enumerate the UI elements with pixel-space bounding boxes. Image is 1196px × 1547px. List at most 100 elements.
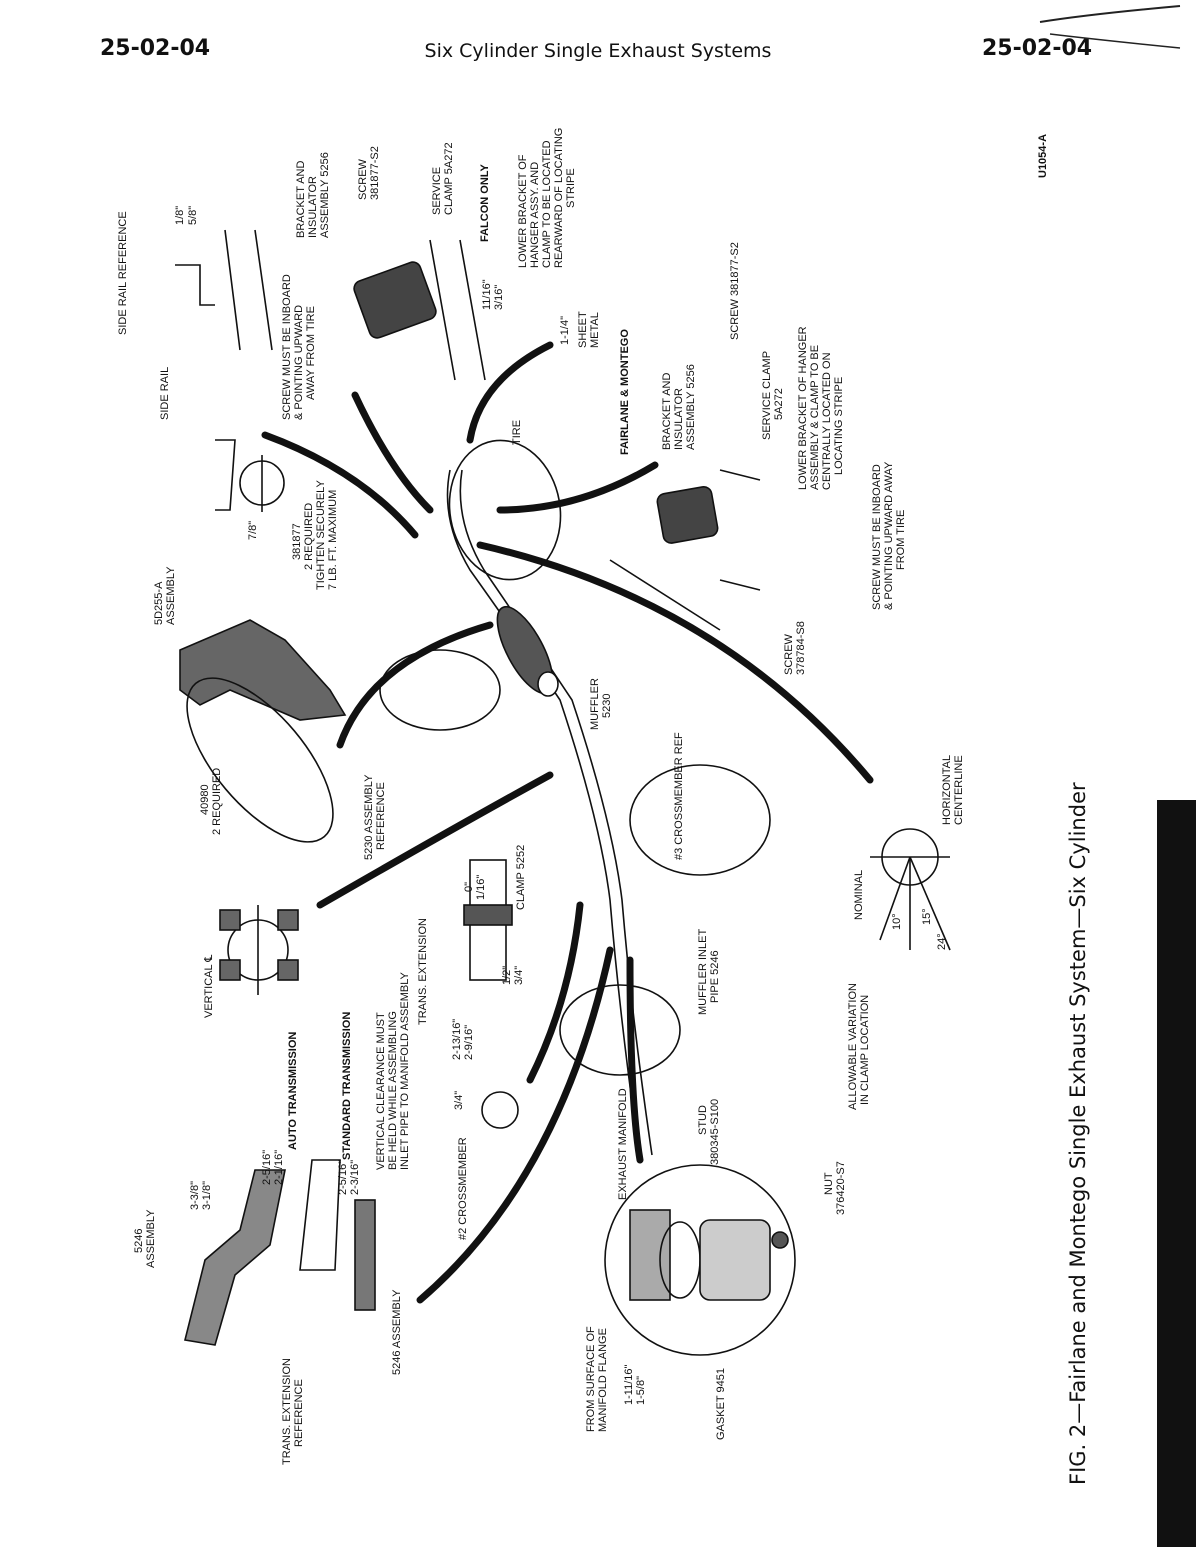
label-dim-1-1-4: 1-1/4" <box>559 316 571 345</box>
label-clamp-5252: CLAMP 5252 <box>515 845 527 910</box>
label-from-surface-1: FROM SURFACE OF <box>585 1326 597 1432</box>
label-bracket-mid-3: ASSEMBLY 5256 <box>685 364 697 450</box>
arrow-a <box>261 431 419 539</box>
label-dim-3-3-8: 3-3/8" <box>189 1181 201 1210</box>
assembly-5246-shape <box>184 1169 286 1346</box>
assembly-5246-bottom-shape <box>354 1199 376 1311</box>
label-r381877-4: 7 LB. FT. MAXIMUM <box>327 490 339 590</box>
label-screw-inboard-top-3: AWAY FROM TIRE <box>305 306 317 400</box>
corner-scan-mark <box>1039 5 1181 49</box>
label-r381877-3: TIGHTEN SECURELY <box>315 480 327 590</box>
label-screw-inboard-mid-3: FROM TIRE <box>895 510 907 570</box>
label-muffler-inlet-2: PIPE 5246 <box>709 950 721 1003</box>
label-vertical-clear-1: VERTICAL CLEARANCE MUST <box>375 1012 387 1170</box>
label-assy-5246-top-2: ASSEMBLY <box>145 1209 157 1268</box>
label-service-clamp-top-2: CLAMP 5A272 <box>443 142 455 215</box>
label-lower-bracket-mid-2: ASSEMBLY & CLAMP TO BE <box>809 345 821 490</box>
figure-caption: FIG. 2—Fairlane and Montego Single Exhau… <box>1066 782 1090 1485</box>
arrow-g <box>316 771 554 909</box>
page-edge-bar <box>1157 800 1196 1547</box>
label-lower-bracket-top-3: CLAMP TO BE LOCATED <box>541 140 553 268</box>
label-screw-top-1: SCREW <box>357 158 369 200</box>
arrow-e <box>336 621 494 749</box>
arrow-d <box>496 461 659 514</box>
assembly-5246-alt-shape <box>299 1159 341 1271</box>
label-bracket-top-1: BRACKET AND <box>295 161 307 238</box>
label-dim-3-4b: 3/4" <box>453 1091 465 1110</box>
arrow-h <box>416 946 614 1304</box>
label-vertical-cl: VERTICAL ℄ <box>203 955 215 1018</box>
page-number-left: 25-02-04 <box>100 36 211 61</box>
label-dim-1-5-8: 1-5/8" <box>635 1376 647 1405</box>
label-lower-bracket-mid-3: CENTRALLY LOCATED ON <box>821 352 833 490</box>
label-exhaust-manifold: EXHAUST MANIFOLD <box>617 1088 629 1200</box>
label-r40980-1: 40980 <box>199 784 211 815</box>
tire-middle <box>379 649 501 731</box>
label-auto-trans: AUTO TRANSMISSION <box>287 1032 299 1150</box>
arrow-j <box>626 956 644 1164</box>
label-screw-top-2: 381877-S2 <box>369 146 381 200</box>
label-screw-inboard-top-1: SCREW MUST BE INBOARD <box>281 274 293 420</box>
label-dim-2-1-16: 2-1/16" <box>273 1150 285 1185</box>
label-dim-2-5-16b: 2-5/16" <box>337 1160 349 1195</box>
muffler-shape <box>496 605 559 697</box>
label-dim-1-2: 1/2" <box>501 966 513 985</box>
clamp-5252-shape <box>463 859 513 981</box>
label-assy-5246-bottom: 5246 ASSEMBLY <box>391 1289 403 1375</box>
label-nominal: NOMINAL <box>853 870 865 920</box>
label-dim-2-3-16: 2-3/16" <box>349 1160 361 1195</box>
label-r381877-2: 2 REQUIRED <box>303 503 315 570</box>
label-dim-2-13-16: 2-13/16" <box>451 1019 463 1060</box>
label-crossmember3: #3 CROSSMEMBER REF <box>673 732 685 860</box>
label-deg-15: 15° <box>921 908 933 925</box>
arrow-i <box>526 901 584 1084</box>
label-assy-5d255-2: ASSEMBLY <box>165 566 177 625</box>
arrow-f <box>476 541 874 784</box>
label-service-clamp-mid-2: 5A272 <box>773 388 785 420</box>
vertical-centerline-clamp-shape <box>219 905 299 995</box>
label-std-trans: STANDARD TRANSMISSION <box>341 1012 353 1160</box>
label-bracket-mid-1: BRACKET AND <box>661 373 673 450</box>
label-trans-ext-ref-2: REFERENCE <box>293 1379 305 1447</box>
label-lower-bracket-mid-1: LOWER BRACKET OF HANGER <box>797 326 809 490</box>
label-dim-3-16: 3/16" <box>493 285 505 310</box>
label-horizontal-cl-1: HORIZONTAL <box>941 755 953 825</box>
label-service-clamp-top-1: SERVICE <box>431 167 443 215</box>
label-dim-0: 0" <box>463 882 475 892</box>
horizontal-centerline-clamp-shape <box>870 828 951 951</box>
label-dim-1-16: 1/16" <box>475 875 487 900</box>
label-dim-3-1-8: 3-1/8" <box>201 1181 213 1210</box>
label-dim-3-4a: 3/4" <box>513 966 525 985</box>
label-trans-ext-ref-1: TRANS. EXTENSION <box>281 1358 293 1465</box>
bracket-insulator-mid-shape <box>609 469 761 631</box>
page-number-right: 25-02-04 <box>982 36 1093 61</box>
label-stud-2: 380345-S100 <box>709 1099 721 1165</box>
label-screw-inboard-mid-2: & POINTING UPWARD AWAY <box>883 461 895 610</box>
label-vertical-clear-3: INLET PIPE TO MANIFOLD ASSEMBLY <box>399 971 411 1170</box>
label-r381877-1: 381877 <box>291 523 303 560</box>
exhaust-pipe-main <box>446 469 641 1161</box>
exhaust-manifold-detail-shape <box>604 1164 796 1356</box>
label-dim-7-8: 7/8" <box>247 521 259 540</box>
arrow-b <box>351 391 434 514</box>
label-dim-5-8: 5/8" <box>187 206 199 225</box>
label-bracket-top-2: INSULATOR <box>307 176 319 238</box>
figure-code: U1054-A <box>1037 134 1049 178</box>
label-screw-inboard-top-2: & POINTING UPWARD <box>293 305 305 420</box>
label-lower-bracket-mid-4: LOCATING STRIPE <box>833 377 845 475</box>
label-bracket-mid-2: INSULATOR <box>673 388 685 450</box>
label-muffler-1: MUFFLER <box>589 678 601 730</box>
label-vertical-clear-2: BE HELD WHILE ASSEMBLING <box>387 1011 399 1170</box>
label-tire: TIRE <box>511 420 523 445</box>
label-screw-378-2: 378784-S8 <box>795 621 807 675</box>
label-side-rail: SIDE RAIL <box>159 367 171 420</box>
arrow-c <box>466 341 554 444</box>
assembly-5d255-shape <box>179 619 347 721</box>
tire-bottom <box>559 984 681 1076</box>
label-gasket: GASKET 9451 <box>715 1368 727 1440</box>
label-deg-24: 24° <box>936 933 948 950</box>
label-dim-1-8: 1/8" <box>174 206 186 225</box>
label-screw-381877: SCREW 381877-S2 <box>729 242 741 340</box>
label-trans-extension: TRANS. EXTENSION <box>417 918 429 1025</box>
label-muffler-inlet-1: MUFFLER INLET <box>697 929 709 1015</box>
